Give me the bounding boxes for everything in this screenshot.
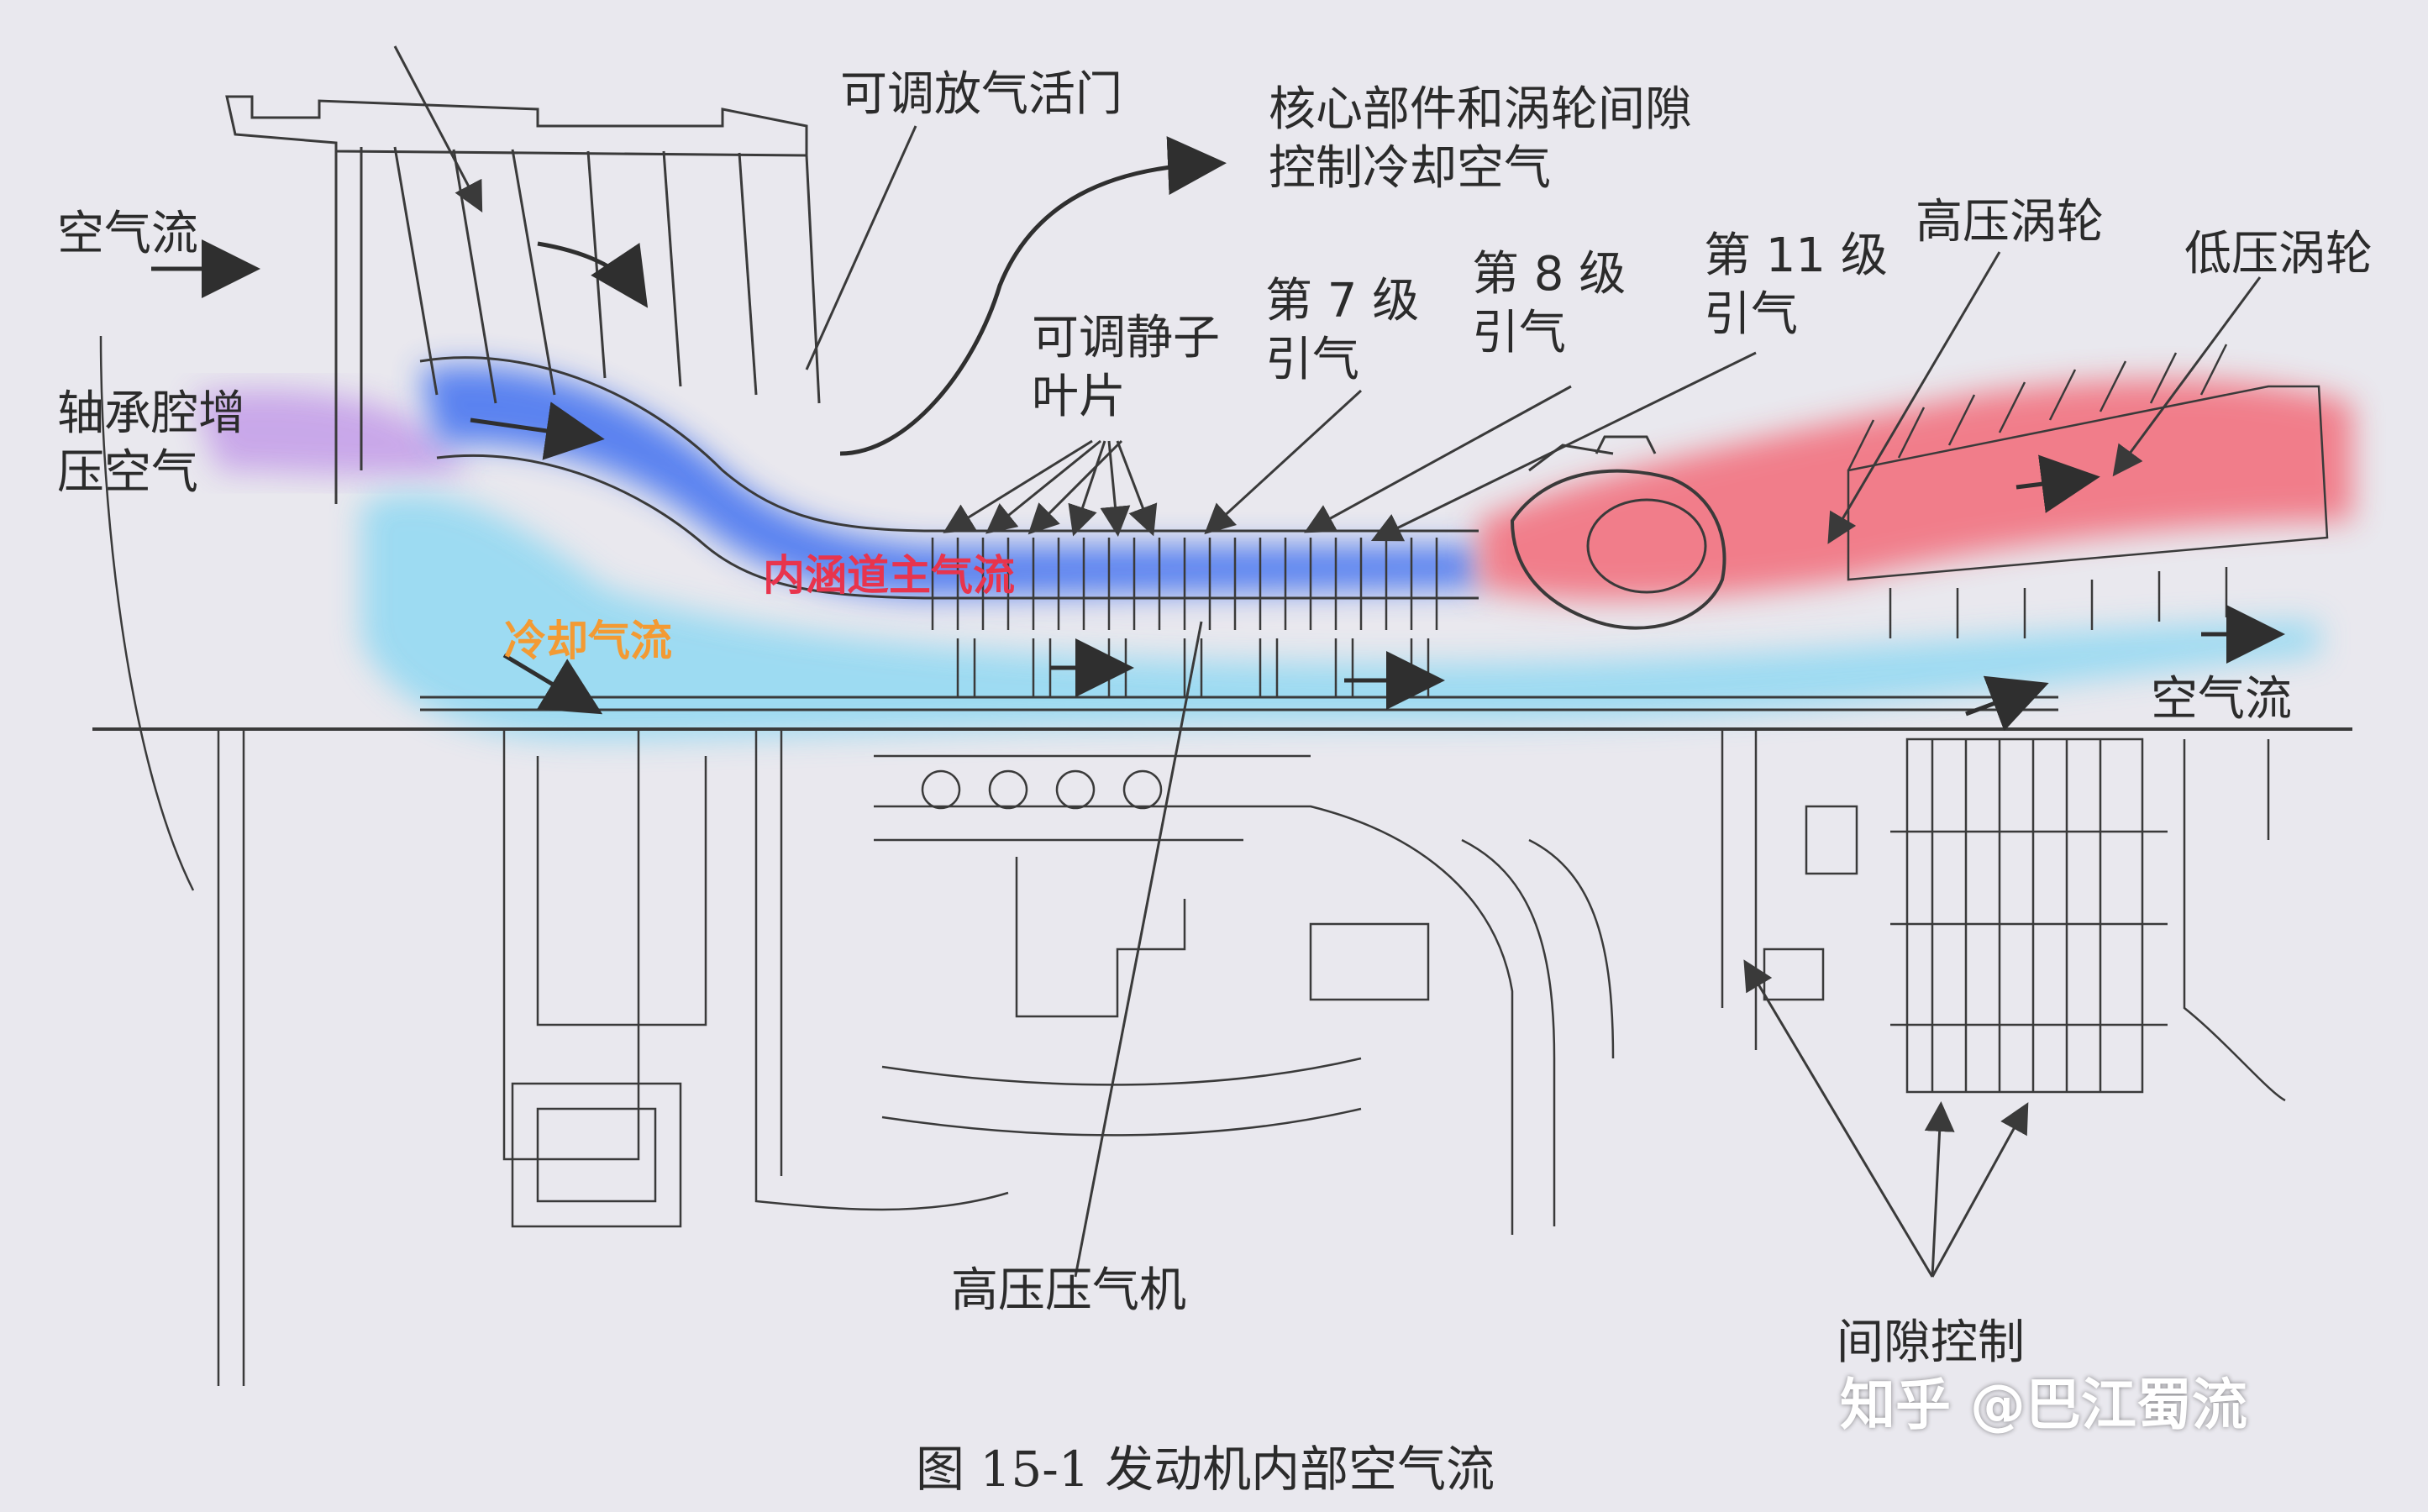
cooling-flow-label: 冷却气流 xyxy=(504,617,672,665)
core-flow-label: 内涵道主气流 xyxy=(763,551,1015,600)
hp-compressor-label: 高压压气机 xyxy=(951,1263,1186,1318)
turbine-stages xyxy=(1847,344,2329,638)
flow-highlights xyxy=(193,365,2352,739)
stage11-label-line1: 第 11 级 xyxy=(1704,228,1888,283)
compressor-duct-outer xyxy=(419,356,1479,533)
stage8-label-line2: 引气 xyxy=(1472,306,1566,360)
flow-arrows xyxy=(151,136,2285,732)
lower-structure xyxy=(99,335,2286,1386)
bearing-air-label-line2: 压空气 xyxy=(57,445,198,500)
combustor xyxy=(1510,469,1726,630)
compressor-duct-inner xyxy=(436,454,1479,600)
clearance-control-label: 间隙控制 xyxy=(1837,1315,2025,1370)
core-flow-highlight xyxy=(420,365,1479,596)
stage7-label-line2: 引气 xyxy=(1265,333,1359,387)
cooling-flow-highlight xyxy=(361,493,2319,739)
stage7-label-line1: 第 7 级 xyxy=(1265,274,1420,328)
watermark: 知乎 @巴江蜀流 xyxy=(1840,1373,2247,1437)
airflow-in-label: 空气流 xyxy=(57,207,198,261)
stage8-label-line1: 第 8 级 xyxy=(1472,247,1627,302)
bearing-air-label-line1: 轴承腔增 xyxy=(57,386,245,441)
fan-case xyxy=(225,95,808,157)
bleed-valve-label: 可调放气活门 xyxy=(840,67,1122,122)
vsv-label-line2: 叶片 xyxy=(1032,370,1126,424)
figure-caption: 图 15-1 发动机内部空气流 xyxy=(916,1441,1495,1498)
stage11-label-line2: 引气 xyxy=(1704,287,1798,342)
vsv-label-line1: 可调静子 xyxy=(1032,311,1220,365)
engine-lines xyxy=(92,45,2352,1386)
airflow-out-label: 空气流 xyxy=(2151,672,2292,727)
compressor-stages xyxy=(931,538,1438,630)
bearing-air-highlight xyxy=(193,390,470,476)
turbine-highlight xyxy=(1479,379,2352,600)
lp-turbine-label: 低压涡轮 xyxy=(2184,227,2373,281)
hp-turbine-label: 高压涡轮 xyxy=(1916,195,2104,249)
leader-lines xyxy=(393,45,2262,1278)
shaft-tube xyxy=(420,696,2058,711)
core-cooling-label-line2: 控制冷却空气 xyxy=(1269,141,1551,196)
core-cooling-label-line1: 核心部件和涡轮间隙 xyxy=(1269,82,1692,137)
